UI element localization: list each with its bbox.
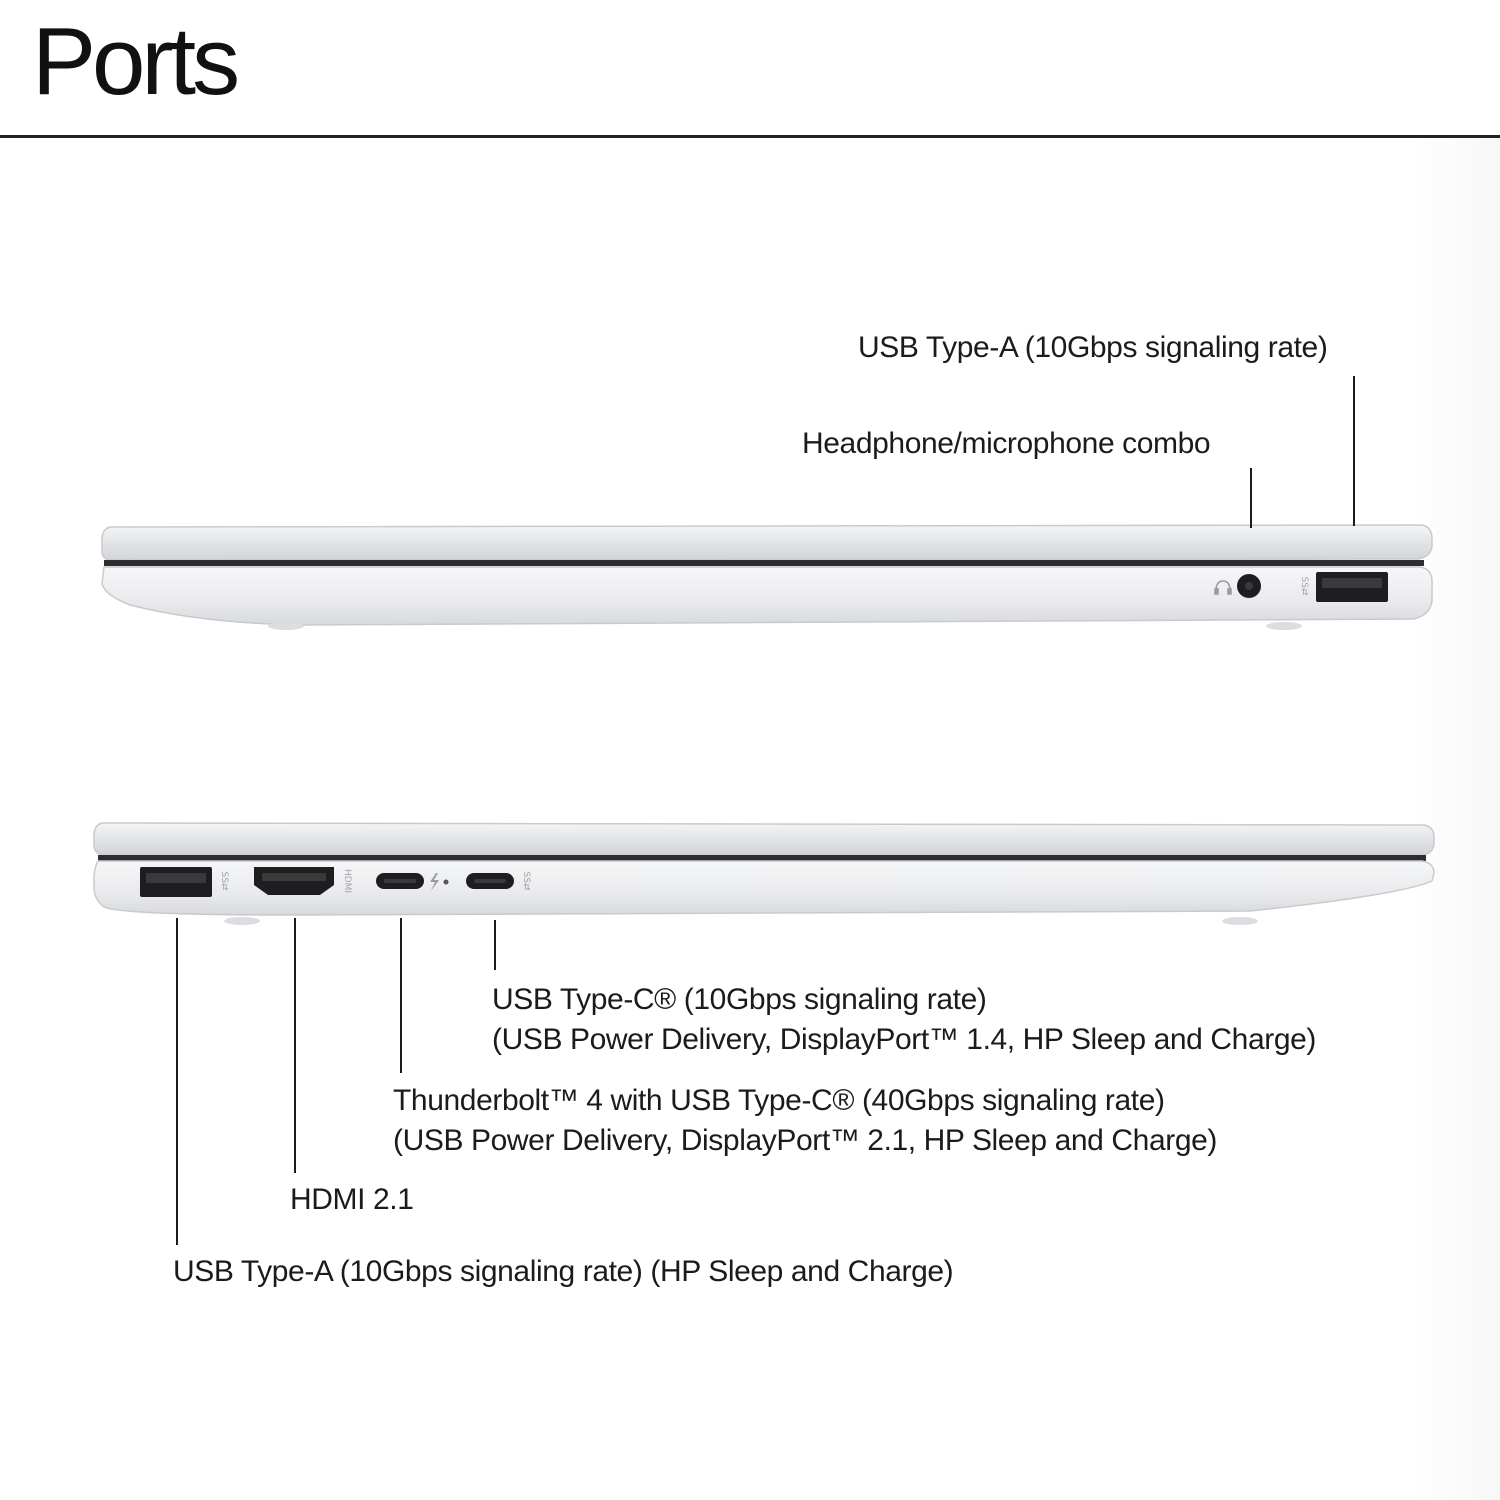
laptop-lid [93, 822, 1435, 856]
diagram-panel [0, 138, 1500, 1500]
callout-thunderbolt-line1: Thunderbolt™ 4 with USB Type-C® (40Gbps … [393, 1084, 1165, 1117]
laptop-foot [224, 917, 260, 925]
thunderbolt-icon [430, 873, 439, 891]
leader-line-headphone-combo [1250, 468, 1252, 528]
status-led [443, 879, 449, 885]
laptop-foot [1222, 917, 1258, 925]
laptop-foot [268, 622, 304, 630]
headphone-icon [1214, 580, 1232, 595]
lid-seam [104, 560, 1424, 566]
callout-usb-c-line1: USB Type-C® (10Gbps signaling rate) [492, 983, 987, 1016]
leader-line-thunderbolt [400, 918, 402, 1073]
laptop-base [101, 566, 1433, 626]
leader-line-usb-a-left [176, 918, 178, 1245]
leader-line-hdmi [294, 918, 296, 1173]
callout-usb-a-left: USB Type-A (10Gbps signaling rate) (HP S… [173, 1255, 954, 1288]
callout-usb-c-line2: (USB Power Delivery, DisplayPort™ 1.4, H… [492, 1023, 1316, 1056]
laptop-foot [1266, 622, 1302, 630]
laptop-right-side-view: SS⇄ [101, 524, 1433, 630]
lid-seam [98, 855, 1426, 861]
usb-ss-marking: SS⇄ [521, 872, 531, 891]
laptop-lid [101, 524, 1433, 561]
leader-line-usb-a-right [1353, 376, 1355, 526]
callout-headphone-combo: Headphone/microphone combo [802, 427, 1211, 460]
laptop-left-side-view: SS⇄ HDMI SS⇄ [93, 822, 1435, 925]
hdmi-marking: HDMI [342, 869, 352, 893]
page-title: Ports [32, 8, 240, 115]
callout-hdmi: HDMI 2.1 [290, 1183, 414, 1216]
title-divider [0, 135, 1500, 138]
callout-usb-a-right: USB Type-A (10Gbps signaling rate) [858, 331, 1328, 364]
leader-line-usb-c [494, 920, 496, 970]
laptop-base [93, 860, 1435, 916]
usb-ss-marking: SS⇄ [1299, 577, 1309, 596]
callout-thunderbolt-line2: (USB Power Delivery, DisplayPort™ 2.1, H… [393, 1124, 1217, 1157]
usb-ss-marking: SS⇄ [219, 872, 229, 891]
